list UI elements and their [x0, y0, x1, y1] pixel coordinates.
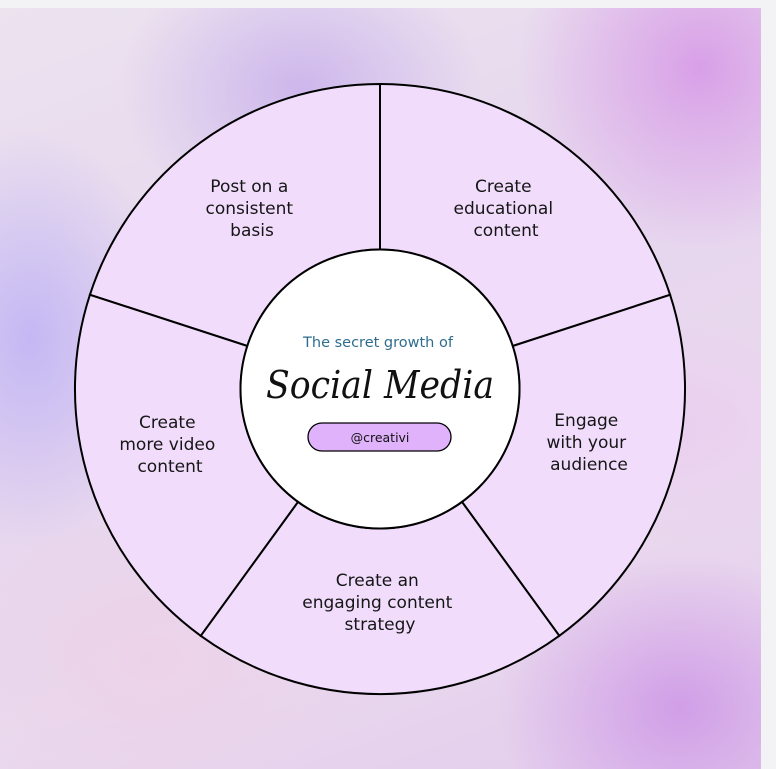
segment-label-video-content: Create more video content [119, 413, 220, 477]
segment-label-engage-audience: Engage with your audience [546, 411, 631, 475]
infographic-canvas: Post on a consistent basis Create educat… [0, 8, 761, 769]
segment-label-educational-content: Create educational content [454, 177, 559, 241]
center-disc [239, 248, 521, 530]
handle-badge [307, 422, 452, 452]
social-media-wheel: Post on a consistent basis Create educat… [73, 82, 687, 695]
segment-label-consistent-posting: Post on a consistent basis [206, 177, 299, 241]
title: Social Media [266, 363, 494, 407]
segment-label-content-strategy: Create an engaging content strategy [302, 571, 457, 635]
handle-text: @creativi [351, 430, 410, 445]
subtitle: The secret growth of [302, 335, 454, 351]
